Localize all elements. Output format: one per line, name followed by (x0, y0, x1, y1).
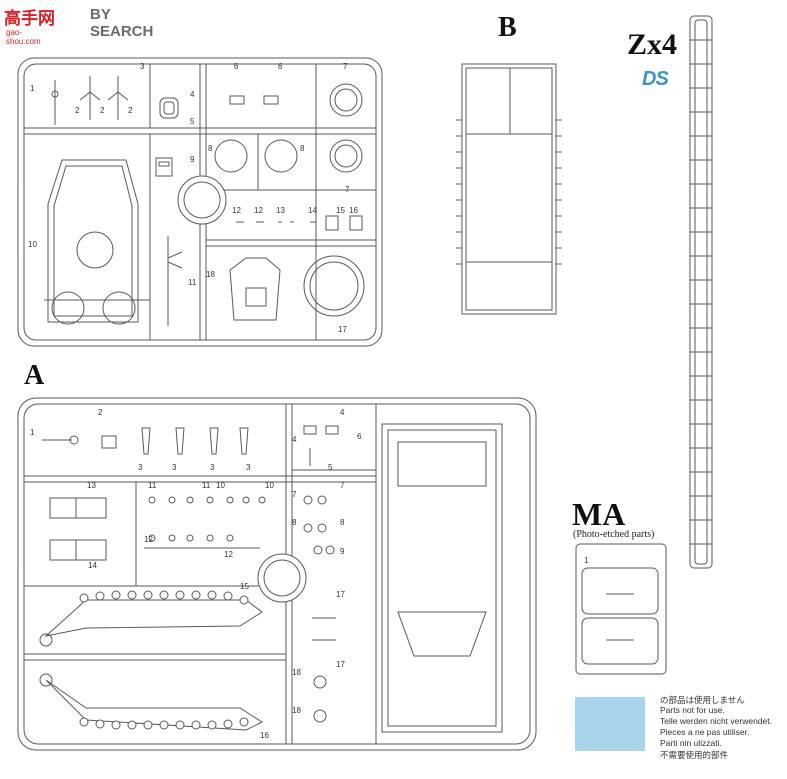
part-number-label: 3 (138, 463, 143, 472)
ds-badge-icon: DS (642, 68, 669, 90)
not-used-swatch (575, 697, 645, 751)
part-number-label: 7 (340, 481, 345, 490)
part-number-label: 4 (340, 408, 345, 417)
part-number-label: 12 (232, 206, 241, 215)
top-small-parts-12-16 (236, 215, 363, 231)
watermark-search-text: BY SEARCH (90, 6, 154, 40)
part-number-label: 14 (88, 561, 97, 570)
part-number-label: 2 (98, 408, 103, 417)
part-number-label: 8 (208, 144, 213, 153)
part-number-label: 17 (336, 660, 345, 669)
part-number-label: 18 (292, 668, 301, 677)
part-number-label: 15 (336, 206, 345, 215)
part-number-label: 3 (246, 463, 251, 472)
hull-plate-part (47, 159, 139, 325)
watermark-url: gao-shou.com (6, 28, 41, 46)
watermark-logo-text: 高手网 (4, 9, 55, 28)
watermark-logo: 高手网 BY SEARCH gao-shou.com (4, 4, 153, 46)
part-number-label: 12 (144, 535, 153, 544)
part-number-label: 16 (349, 206, 358, 215)
a-small-parts-row (144, 496, 266, 549)
part-number-label: 17 (336, 590, 345, 599)
part-number-label: 5 (190, 117, 195, 126)
part-number-label: 7 (343, 62, 348, 71)
ma-letter: MA (572, 496, 626, 532)
part-number-label: 8 (340, 518, 345, 527)
sprue-b-part (461, 63, 557, 315)
part-number-label: 1 (30, 84, 35, 93)
part-number-label: 9 (190, 155, 195, 164)
part-number-label: 6 (234, 62, 239, 71)
part-number-label: 3 (140, 62, 145, 71)
part-number-label: 6 (278, 62, 283, 71)
notice-line: 不需要使用的部件 (660, 750, 729, 760)
part-number-label: 4 (190, 90, 195, 99)
part-number-label: 9 (340, 547, 345, 556)
part-number-label: 10 (265, 481, 274, 490)
sprue-b-letter: B (498, 12, 517, 43)
part-number-label: 11 (188, 278, 197, 287)
part-number-label: 6 (357, 432, 362, 441)
part-number-label: 3 (210, 463, 215, 472)
notice-line: Telle werden nicht verwendet. (660, 716, 772, 726)
top-small-parts-2 (51, 76, 129, 125)
top-sprue-frame (17, 57, 383, 347)
part-number-label: 11 (148, 481, 157, 490)
part-number-label: 10 (216, 481, 225, 490)
part-number-label: 17 (338, 325, 347, 334)
ma-subtitle: (Photo-etched parts) (573, 529, 655, 540)
sprue-b-side-links (456, 119, 562, 265)
photo-etched-fret (575, 543, 667, 675)
notice-line: の部品は使用しません (660, 695, 745, 705)
part-number-label: 14 (308, 206, 317, 215)
part-number-label: 7 (292, 490, 297, 499)
ma-part-number: 1 (584, 556, 589, 565)
part-number-label: 12 (224, 550, 233, 559)
road-wheels (79, 590, 249, 730)
part-number-label: 12 (254, 206, 263, 215)
part-number-label: 5 (328, 463, 333, 472)
part-number-label: 18 (292, 706, 301, 715)
track-link-strip (689, 15, 713, 569)
part-number-label: 13 (87, 481, 96, 490)
part-number-label: 7 (345, 185, 350, 194)
part-number-label: 8 (292, 518, 297, 527)
part-number-label: 13 (276, 206, 285, 215)
track-label: Zx4 (627, 28, 678, 61)
part-number-label: 10 (28, 240, 37, 249)
part-number-label: 11 (202, 481, 211, 490)
part-number-label: 16 (260, 731, 269, 740)
part-number-label: 1 (30, 428, 35, 437)
part-number-label: 3 (172, 463, 177, 472)
part-number-label: 4 (292, 435, 297, 444)
notice-line: Parti nin ulizzati. (660, 738, 722, 748)
part-number-label: 2 (128, 106, 133, 115)
hull-bottom-part (381, 423, 503, 733)
part-number-label: 8 (300, 144, 305, 153)
notice-line: Pieces a ne pas utiliser. (660, 727, 750, 737)
sprue-a-letter: A (24, 360, 45, 391)
part-number-label: 18 (206, 270, 215, 279)
part-number-label: 2 (100, 106, 105, 115)
suspension-unit-15 (39, 599, 263, 647)
notice-line: Parts not for use. (660, 705, 725, 715)
part-number-label: 2 (75, 106, 80, 115)
part-number-label: 15 (240, 582, 249, 591)
